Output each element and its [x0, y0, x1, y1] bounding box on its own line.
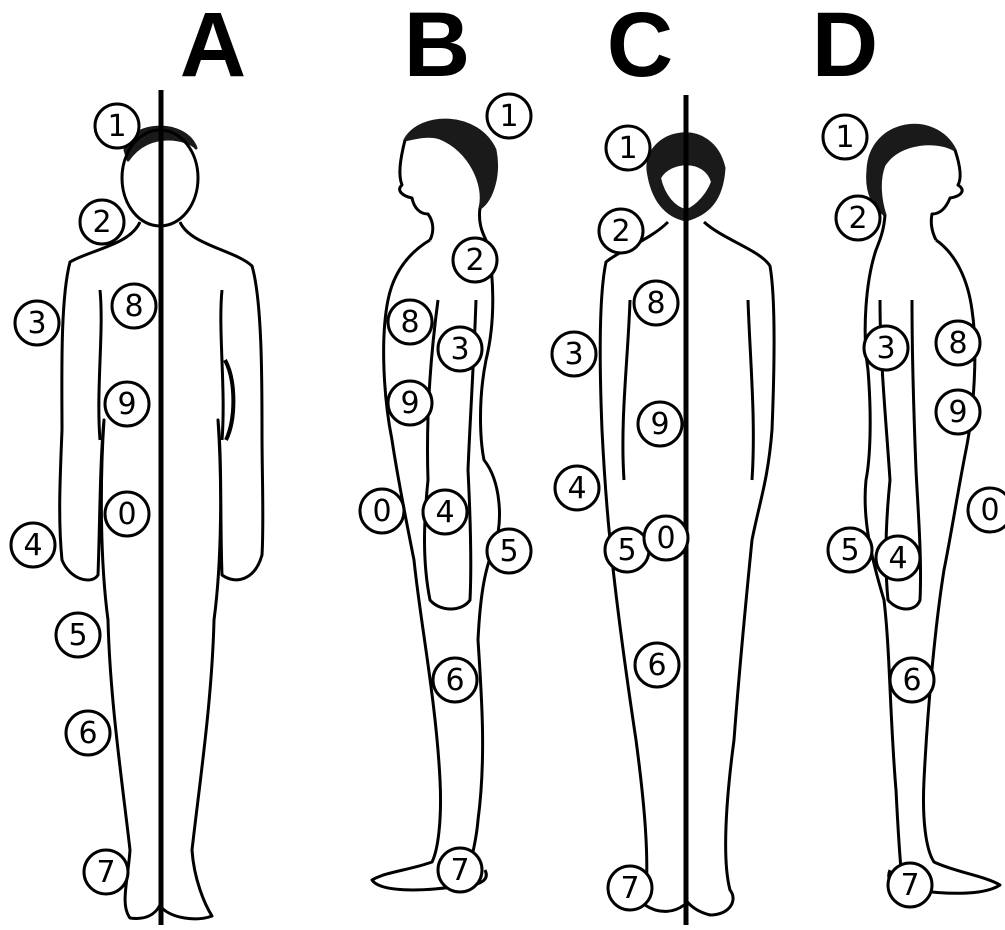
view-label-b: B [404, 0, 470, 96]
marker-a-0: 0 [105, 492, 149, 536]
marker-number: 9 [948, 395, 967, 430]
marker-number: 8 [400, 305, 419, 340]
marker-b-6: 6 [433, 658, 477, 702]
marker-number: 3 [450, 332, 469, 367]
marker-b-7: 7 [438, 848, 482, 892]
marker-number: 0 [117, 497, 136, 532]
marker-a-5: 5 [56, 613, 100, 657]
marker-number: 5 [499, 534, 518, 569]
marker-d-7: 7 [888, 863, 932, 907]
marker-number: 3 [564, 337, 583, 372]
marker-number: 8 [124, 289, 143, 324]
marker-d-4: 4 [876, 536, 920, 580]
marker-number: 7 [450, 853, 469, 888]
marker-c-6: 6 [635, 643, 679, 687]
marker-d-3: 3 [864, 326, 908, 370]
marker-number: 6 [647, 648, 666, 683]
marker-c-7: 7 [608, 866, 652, 910]
marker-d-1: 1 [823, 115, 867, 159]
marker-d-8: 8 [936, 321, 980, 365]
marker-a-4: 4 [11, 523, 55, 567]
marker-number: 6 [902, 663, 921, 698]
marker-a-2: 2 [80, 200, 124, 244]
marker-a-1: 1 [95, 104, 139, 148]
marker-b-3: 3 [438, 327, 482, 371]
marker-number: 4 [435, 495, 454, 530]
marker-number: 5 [617, 533, 636, 568]
marker-d-9: 9 [936, 390, 980, 434]
marker-number: 8 [948, 326, 967, 361]
marker-number: 9 [400, 386, 419, 421]
marker-number: 9 [117, 387, 136, 422]
marker-d-6: 6 [890, 658, 934, 702]
marker-a-6: 6 [66, 711, 110, 755]
marker-b-8: 8 [388, 300, 432, 344]
marker-c-8: 8 [634, 281, 678, 325]
marker-c-9: 9 [638, 402, 682, 446]
marker-c-5: 5 [605, 528, 649, 572]
marker-a-9: 9 [105, 382, 149, 426]
marker-number: 4 [567, 471, 586, 506]
marker-d-5: 5 [828, 528, 872, 572]
marker-c-4: 4 [555, 466, 599, 510]
marker-number: 2 [92, 205, 111, 240]
marker-number: 2 [465, 243, 484, 278]
marker-number: 4 [888, 541, 907, 576]
marker-number: 1 [107, 109, 126, 144]
marker-number: 0 [656, 521, 675, 556]
marker-c-1: 1 [606, 126, 650, 170]
marker-number: 5 [840, 533, 859, 568]
marker-number: 8 [646, 286, 665, 321]
marker-b-0: 0 [360, 489, 404, 533]
marker-a-7: 7 [84, 850, 128, 894]
view-label-d: D [812, 0, 878, 96]
view-label-a: A [180, 0, 246, 96]
marker-c-3: 3 [552, 332, 596, 376]
marker-b-5: 5 [487, 529, 531, 573]
marker-number: 2 [611, 214, 630, 249]
marker-number: 3 [876, 331, 895, 366]
marker-number: 1 [499, 99, 518, 134]
marker-number: 7 [96, 855, 115, 890]
marker-number: 1 [835, 120, 854, 155]
marker-d-2: 2 [836, 196, 880, 240]
marker-number: 0 [980, 493, 999, 528]
marker-number: 3 [27, 306, 46, 341]
marker-b-2: 2 [453, 238, 497, 282]
marker-number: 5 [68, 618, 87, 653]
marker-c-2: 2 [599, 209, 643, 253]
marker-number: 9 [650, 407, 669, 442]
marker-number: 7 [900, 868, 919, 903]
marker-b-1: 1 [487, 94, 531, 138]
view-b-side: B [372, 0, 499, 890]
marker-b-4: 4 [423, 490, 467, 534]
marker-number: 0 [372, 494, 391, 529]
marker-number: 6 [78, 716, 97, 751]
marker-number: 7 [620, 871, 639, 906]
marker-c-0: 0 [644, 516, 688, 560]
view-a-front: A [60, 0, 263, 925]
marker-a-8: 8 [112, 284, 156, 328]
marker-number: 4 [23, 528, 42, 563]
marker-number: 2 [848, 201, 867, 236]
marker-a-3: 3 [15, 301, 59, 345]
marker-b-9: 9 [388, 381, 432, 425]
marker-number: 6 [445, 663, 464, 698]
marker-d-0: 0 [968, 488, 1005, 532]
view-label-c: C [607, 0, 673, 96]
marker-number: 1 [618, 131, 637, 166]
